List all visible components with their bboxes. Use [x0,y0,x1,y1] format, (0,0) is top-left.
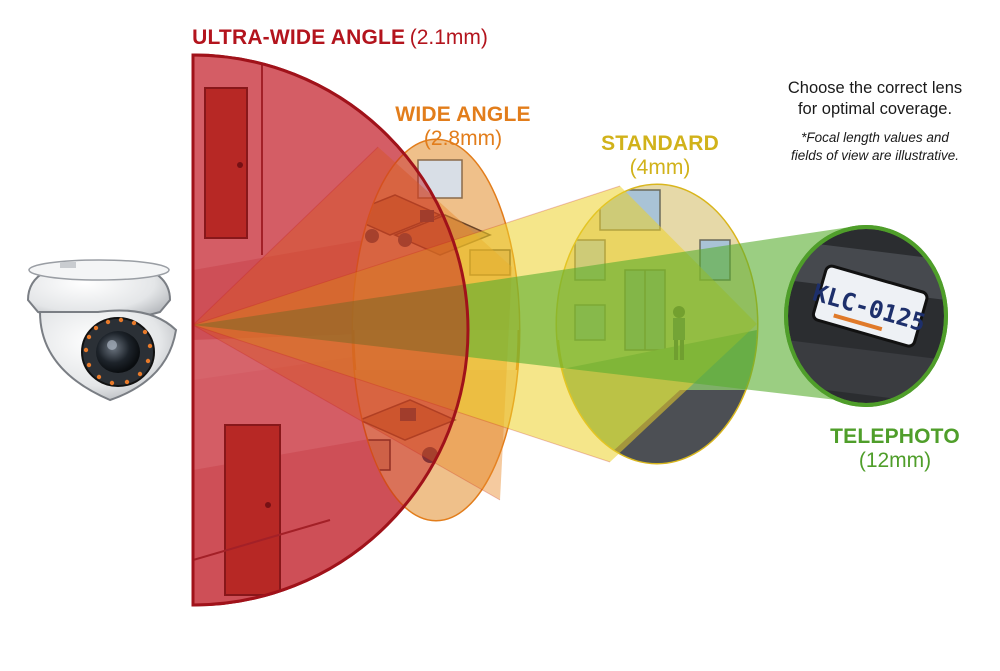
telephoto-scene: KLC-0125 [784,225,948,407]
wide-angle-name: WIDE ANGLE [395,103,531,126]
footnote-line-1: *Focal length values and [801,130,949,146]
footnote-line-2: fields of view are illustrative. [790,147,960,163]
telephoto-focal: (12mm) [858,449,932,473]
wide-angle-focal: (2.8mm) [423,127,503,151]
wide-angle-label: WIDE ANGLE (2.8mm) [378,103,548,151]
note-line-2: for optimal coverage. [797,99,953,118]
standard-label: STANDARD (4mm) [580,132,740,180]
telephoto-name: TELEPHOTO [830,425,960,448]
note-line-1: Choose the correct lens [787,79,963,97]
ultra-wide-focal: (2.1mm) [409,26,488,49]
dome-camera-icon [26,259,178,402]
ultra-wide-name: ULTRA-WIDE ANGLE [192,26,406,49]
ultra-wide-coverage [191,53,470,607]
fov-beams [192,146,880,501]
ultra-wide-label: ULTRA-WIDE ANGLE (2.1mm) [150,26,530,50]
telephoto-label: TELEPHOTO (12mm) [810,425,980,473]
standard-name: STANDARD [601,132,719,155]
telephoto-beam [193,227,880,405]
standard-focal: (4mm) [629,156,691,180]
lens-note: Choose the correct lens for optimal cove… [760,78,990,164]
